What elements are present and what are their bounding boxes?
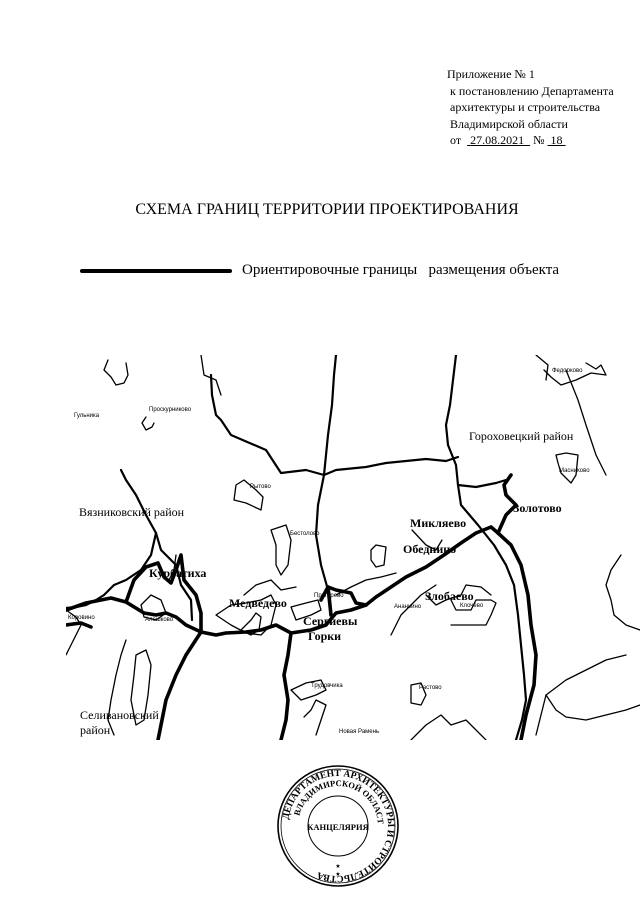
appendix-date-line: от 27.08.2021 № 18 — [447, 132, 614, 149]
date-prefix: от — [450, 133, 462, 147]
settlement-outlines — [66, 355, 640, 740]
label-vyaznikovsky-district: Вязниковский район — [79, 505, 185, 519]
stamp-stars-2: ★ — [335, 871, 340, 878]
label-gorki: Горки — [308, 629, 341, 643]
label-fedorkovo: Федорково — [552, 368, 583, 374]
label-bestolovo: Бестолово — [290, 531, 320, 537]
label-korovino: Коровино — [68, 615, 95, 621]
label-kurbatikha: Курбатиха — [149, 566, 206, 580]
document-date: 27.08.2021 — [470, 133, 525, 147]
label-zolotovo: Золотово — [513, 501, 562, 515]
official-stamp: ДЕПАРТАМЕНТ АРХИТЕКТУРЫ И СТРОИТЕЛЬСТВА … — [273, 756, 400, 888]
territory-map: Вязниковский район Гороховецкий район Се… — [66, 355, 640, 740]
label-proskurnikovo: Проскурниково — [149, 407, 192, 413]
label-selivanovsky-district-1: Селивановский — [80, 708, 159, 722]
map-drawing: Вязниковский район Гороховецкий район Се… — [66, 355, 640, 740]
label-rastovo: Растово — [419, 685, 442, 691]
label-aleshkovo: Алешково — [145, 617, 174, 623]
label-trudovka: Трудовчика — [311, 683, 343, 689]
stamp-center-text: КАНЦЕЛЯРИЯ — [307, 822, 369, 832]
label-prigorevo: Пригорево — [314, 593, 344, 599]
label-novaya-ramen: Новая Рамень — [339, 729, 379, 735]
label-sergievy: Сергиевы — [303, 614, 358, 628]
map-labels: Вязниковский район Гороховецкий район Се… — [68, 368, 590, 737]
legend-label: Ориентировочные границы размещения объек… — [242, 262, 560, 278]
appendix-line1: Приложение № 1 — [447, 67, 535, 81]
label-selivanovsky-district-2: район — [80, 723, 111, 737]
label-zlobaevo: Злобаево — [425, 589, 474, 603]
label-rytovo: Рытово — [250, 484, 271, 490]
label-miklyaevo: Микляево — [410, 516, 466, 530]
project-boundary-line — [66, 473, 538, 740]
legend: Ориентировочные границы размещения объек… — [80, 262, 559, 279]
label-gulnika: Гульника — [74, 413, 100, 419]
page-title: СХЕМА ГРАНИЦ ТЕРРИТОРИИ ПРОЕКТИРОВАНИЯ — [135, 201, 519, 218]
appendix-header: Приложение № 1 к постановлению Департаме… — [447, 66, 614, 149]
label-gorokhovetsky-district: Гороховецкий район — [469, 429, 574, 443]
label-medvedevo: Медведево — [229, 596, 287, 610]
label-obednino: Обеднино — [403, 542, 456, 556]
district-borders — [66, 355, 528, 740]
label-klochevo: Клочево — [460, 603, 484, 609]
label-maslnikovo: Масниково — [559, 468, 590, 474]
stamp-stars: ★ — [335, 863, 340, 870]
appendix-line3: архитектуры и строительства — [450, 100, 601, 114]
appendix-line4: Владимирской области — [450, 116, 568, 131]
number-prefix: № — [533, 133, 545, 147]
label-ananyino: Ананьино — [394, 604, 422, 610]
legend-boundary-line — [80, 268, 232, 273]
appendix-line2: к постановлению Департамента — [450, 83, 614, 98]
document-number: 18 — [550, 133, 563, 147]
